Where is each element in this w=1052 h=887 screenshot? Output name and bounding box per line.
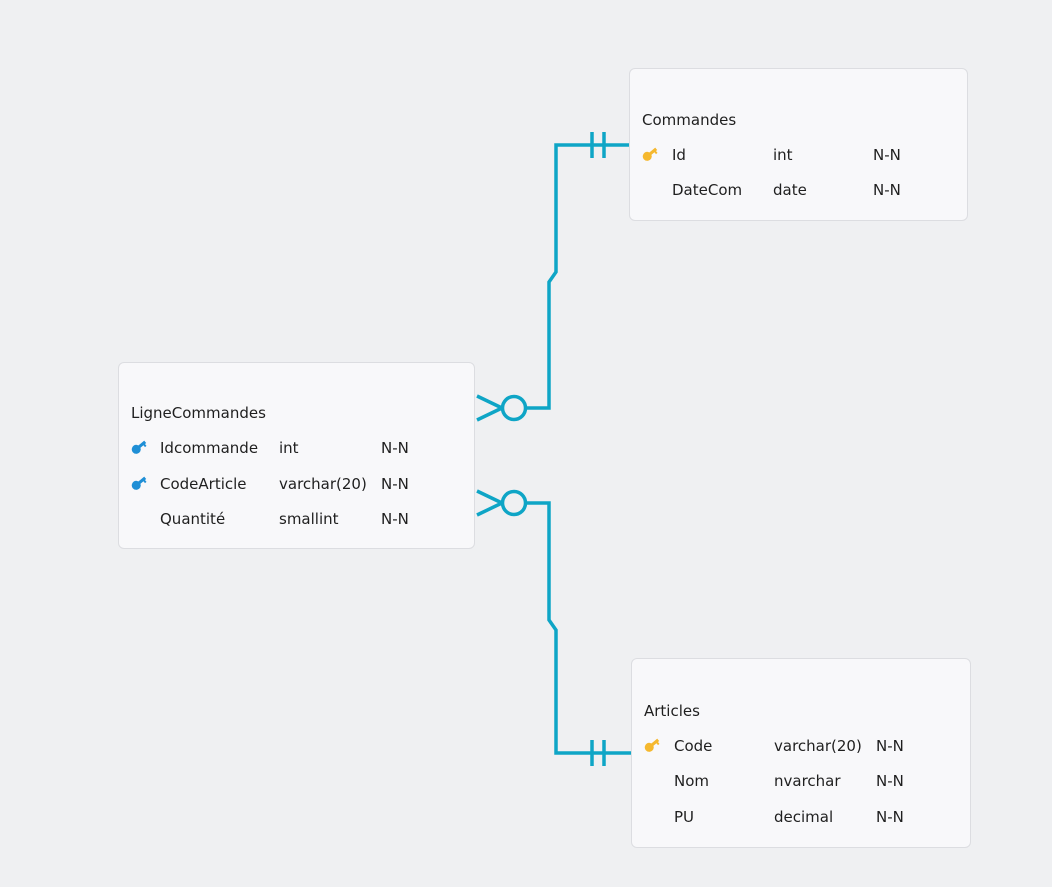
column-name: PU xyxy=(674,808,695,826)
foreign-key-icon xyxy=(130,438,148,456)
column-type: varchar(20) xyxy=(279,475,367,493)
column-row-id[interactable]: Id int N-N xyxy=(630,145,967,165)
column-row-codearticle[interactable]: CodeArticle varchar(20) N-N xyxy=(119,474,474,494)
column-nullability: N-N xyxy=(876,772,904,790)
column-name: Quantité xyxy=(160,510,226,528)
relationship-articles-lignecommandes[interactable] xyxy=(476,489,631,766)
table-commandes[interactable]: Commandes Id int N-N DateCom date N-N xyxy=(629,68,968,221)
column-type: decimal xyxy=(774,808,834,826)
relationship-commandes-lignecommandes[interactable] xyxy=(476,132,629,422)
primary-key-icon xyxy=(643,736,661,754)
table-title: Articles xyxy=(644,702,700,720)
column-nullability: N-N xyxy=(381,510,409,528)
column-type: int xyxy=(279,439,299,457)
primary-key-icon xyxy=(641,145,659,163)
column-type: nvarchar xyxy=(774,772,841,790)
column-name: DateCom xyxy=(672,181,743,199)
column-type: date xyxy=(773,181,807,199)
column-nullability: N-N xyxy=(381,439,409,457)
column-type: varchar(20) xyxy=(774,737,862,755)
column-nullability: N-N xyxy=(876,737,904,755)
column-row-quantite[interactable]: Quantité smallint N-N xyxy=(119,509,474,529)
column-name: Nom xyxy=(674,772,710,790)
column-nullability: N-N xyxy=(876,808,904,826)
column-row-pu[interactable]: PU decimal N-N xyxy=(632,807,970,827)
column-nullability: N-N xyxy=(873,146,901,164)
column-row-idcommande[interactable]: Idcommande int N-N xyxy=(119,438,474,458)
column-nullability: N-N xyxy=(381,475,409,493)
column-name: Code xyxy=(674,737,713,755)
table-title: LigneCommandes xyxy=(131,404,266,422)
column-row-code[interactable]: Code varchar(20) N-N xyxy=(632,736,970,756)
foreign-key-icon xyxy=(130,474,148,492)
column-name: Id xyxy=(672,146,686,164)
table-articles[interactable]: Articles Code varchar(20) N-N Nom nvarch… xyxy=(631,658,971,848)
column-name: Idcommande xyxy=(160,439,259,457)
table-title: Commandes xyxy=(642,111,737,129)
column-name: CodeArticle xyxy=(160,475,247,493)
column-type: smallint xyxy=(279,510,339,528)
column-nullability: N-N xyxy=(873,181,901,199)
column-type: int xyxy=(773,146,793,164)
column-row-nom[interactable]: Nom nvarchar N-N xyxy=(632,771,970,791)
column-row-datecom[interactable]: DateCom date N-N xyxy=(630,180,967,200)
table-lignecommandes[interactable]: LigneCommandes Idcommande int N-N CodeAr… xyxy=(118,362,475,549)
